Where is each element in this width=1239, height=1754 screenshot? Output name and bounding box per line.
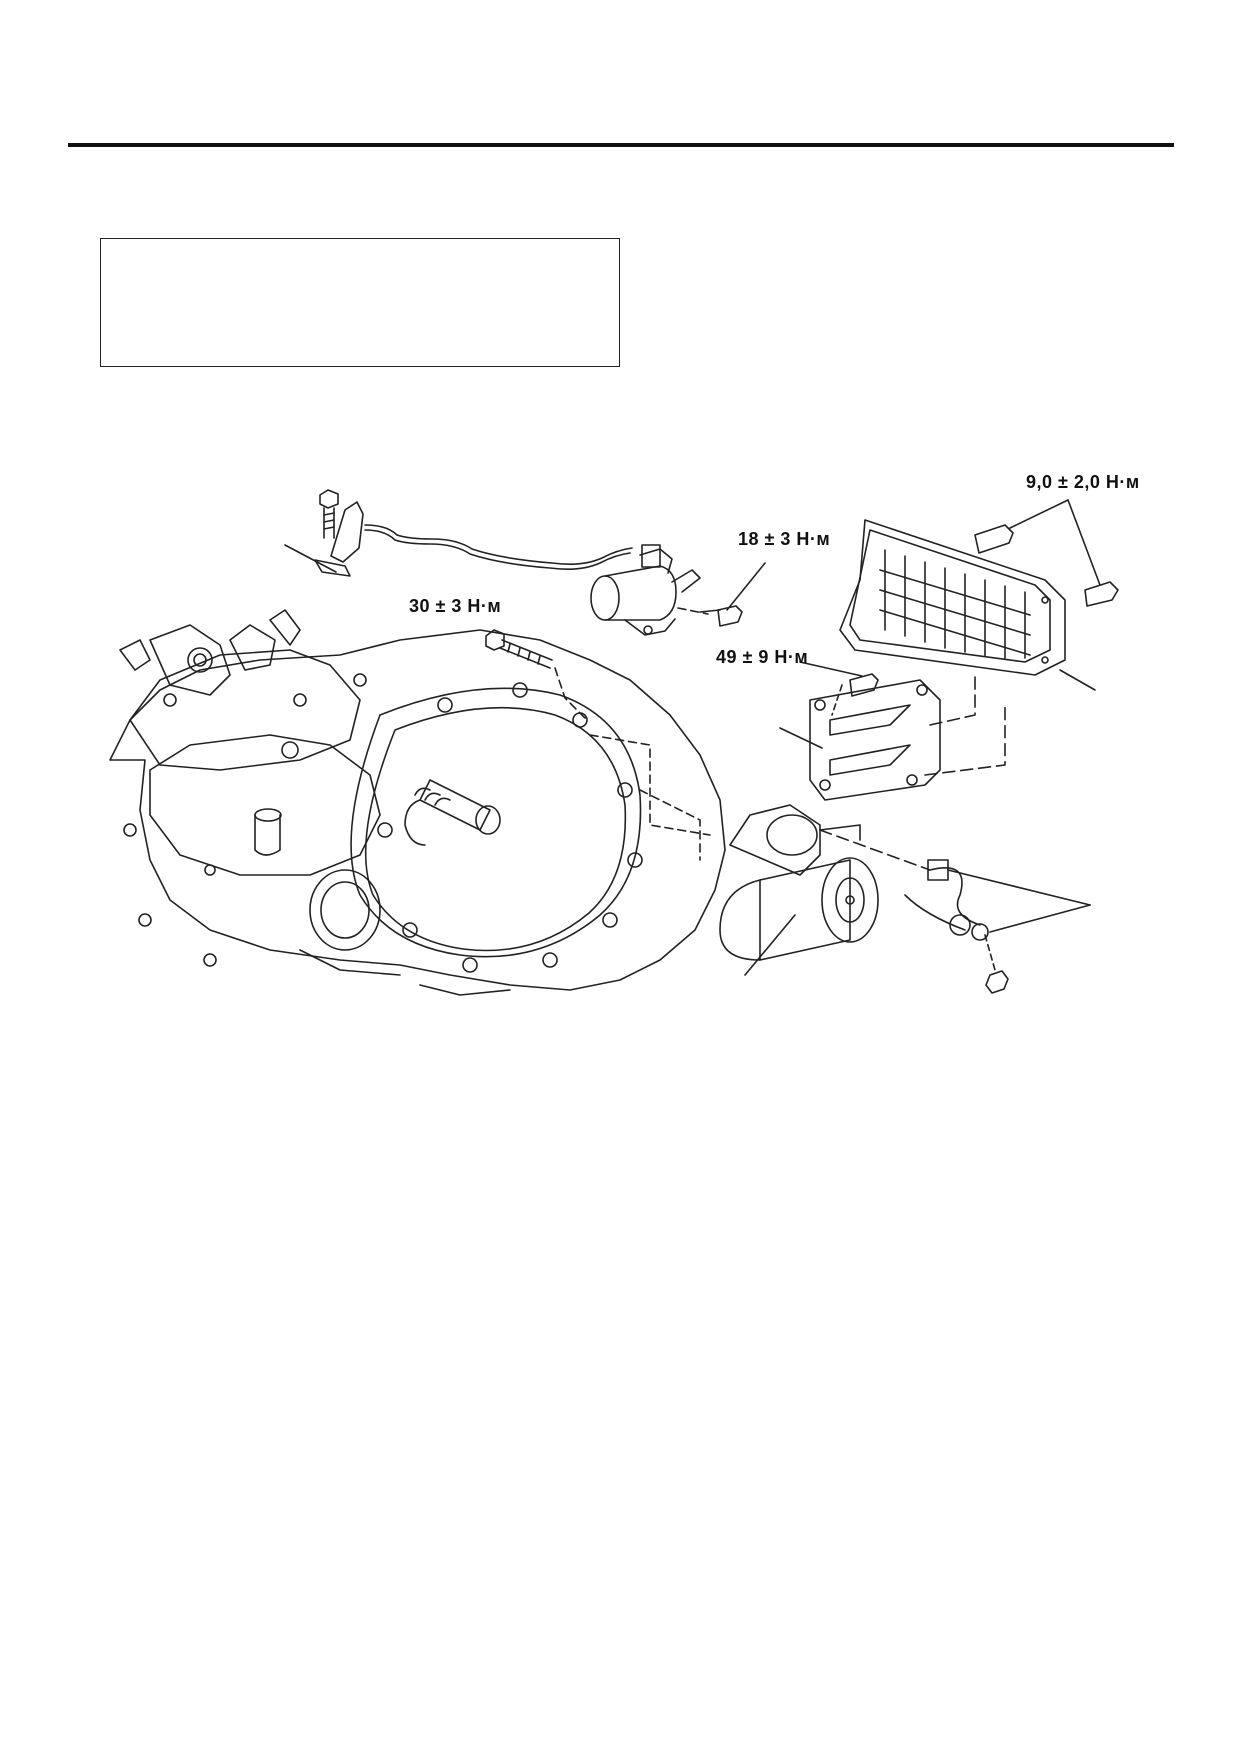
note-box <box>100 238 620 367</box>
torque-label-bracket-bolt: 49 ± 9 Н·м <box>716 647 809 667</box>
cover-bolts <box>974 499 1119 607</box>
starter-long-bolt <box>485 629 586 719</box>
starter-bracket <box>779 679 941 801</box>
starter-motor <box>719 804 879 976</box>
starter-cable <box>819 829 1091 994</box>
clutch-pipe-assembly <box>284 489 766 636</box>
transmission-housing <box>109 609 726 996</box>
torque-label-slave-cylinder-bolt: 18 ± 3 Н·м <box>738 529 831 549</box>
heat-protector <box>839 519 1096 691</box>
torque-label-cover-bolts: 9,0 ± 2,0 Н·м <box>1026 472 1140 492</box>
header-rule <box>68 143 1174 147</box>
torque-label-starter-bolt: 30 ± 3 Н·м <box>409 596 502 616</box>
